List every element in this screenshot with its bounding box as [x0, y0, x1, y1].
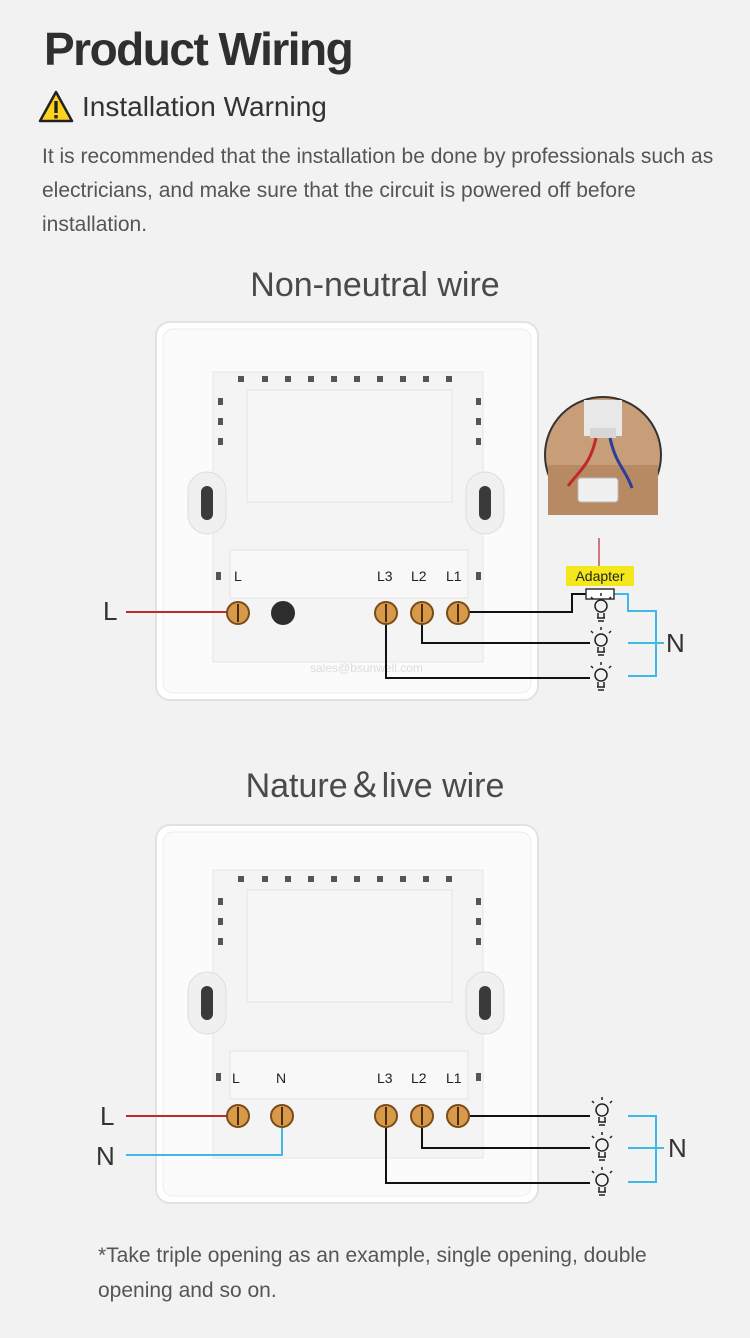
left-wire-label-n: N [96, 1141, 115, 1171]
terminal-screws [226, 1104, 470, 1128]
diagram2-title: Nature＆live wire [245, 767, 505, 805]
warning-title: Installation Warning [82, 91, 327, 122]
terminal-label-l3: L3 [377, 1070, 393, 1086]
load-wire-l3 [385, 614, 590, 679]
neutral-input-wire [126, 1118, 283, 1156]
warning-header: Installation Warning [38, 90, 327, 124]
terminal-label-l1: L1 [446, 1070, 462, 1086]
non-neutral-wiring-diagram: L L3 L2 L1 sales@bsunwell.com L N Adapte… [103, 321, 685, 701]
diagram1-title: Non-neutral wire [250, 266, 500, 304]
bulb-icon [591, 1167, 613, 1196]
bulb-icon [590, 593, 612, 622]
neutral-wire [628, 1115, 664, 1183]
terminal-label-l2: L2 [411, 568, 427, 584]
neutral-label: N [666, 628, 685, 658]
load-wire-l1 [458, 593, 586, 613]
load-wire-l3 [385, 1118, 590, 1184]
terminal-label-l: L [234, 568, 242, 584]
adapter-badge [566, 566, 634, 586]
terminal-label-l3: L3 [377, 568, 393, 584]
footnote: *Take triple opening as an example, sing… [98, 1244, 647, 1302]
neutral-wire [614, 593, 657, 677]
page-title: Product Wiring [44, 23, 354, 75]
switch-back-panel [155, 824, 539, 1204]
switch-back-panel [155, 321, 539, 701]
bulb-icon [590, 627, 612, 656]
adapter-box [585, 588, 615, 600]
terminal-label-l: L [232, 1070, 240, 1086]
terminal-label-l2: L2 [411, 1070, 427, 1086]
adapter-photo [544, 396, 662, 515]
bulb-icon [591, 1132, 613, 1161]
neutral-label: N [668, 1133, 687, 1163]
terminal-screws [226, 601, 470, 625]
terminal-label-l1: L1 [446, 568, 462, 584]
adapter-label: Adapter [575, 568, 624, 584]
bulb-icon [591, 1097, 613, 1126]
nature-live-wiring-diagram: L N L3 L2 L1 L N N [96, 824, 687, 1204]
watermark: sales@bsunwell.com [310, 661, 423, 675]
terminal-label-n: N [276, 1070, 286, 1086]
left-wire-label-l: L [100, 1101, 114, 1131]
warning-text: It is recommended that the installation … [42, 145, 714, 236]
left-wire-label-l: L [103, 596, 117, 626]
warning-triangle-icon [38, 90, 74, 123]
bulb-icon [590, 662, 612, 691]
